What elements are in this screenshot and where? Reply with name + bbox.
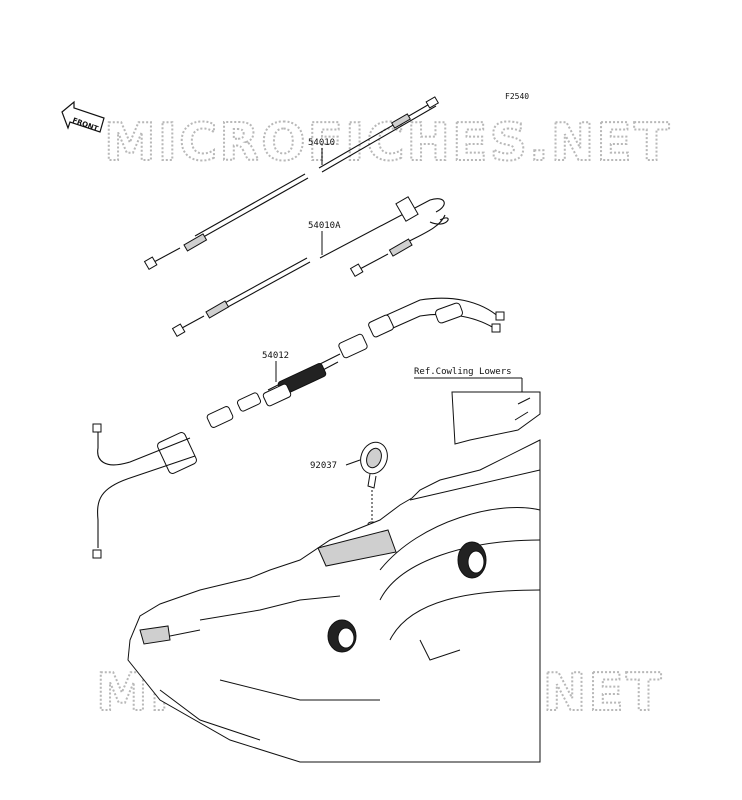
grommet-92037 [360,441,388,527]
figure-code: F2540 [505,92,529,101]
throttle-cable-54010a [171,196,449,338]
throttle-cable-54012 [92,297,505,559]
part-label-54010a: 54010A [308,221,341,231]
reference-label: Ref.Cowling Lowers [414,367,512,377]
watermark-top: MICROFICHES.NET [104,113,671,173]
throttle-cable-54010 [143,96,440,271]
frame-body [127,439,541,763]
part-label-54012: 54012 [262,351,289,361]
part-label-92037: 92037 [310,461,337,471]
front-arrow-icon: FRONT [61,100,105,133]
part-label-54010: 54010 [308,138,335,148]
cowling-lowers-part [451,391,541,445]
